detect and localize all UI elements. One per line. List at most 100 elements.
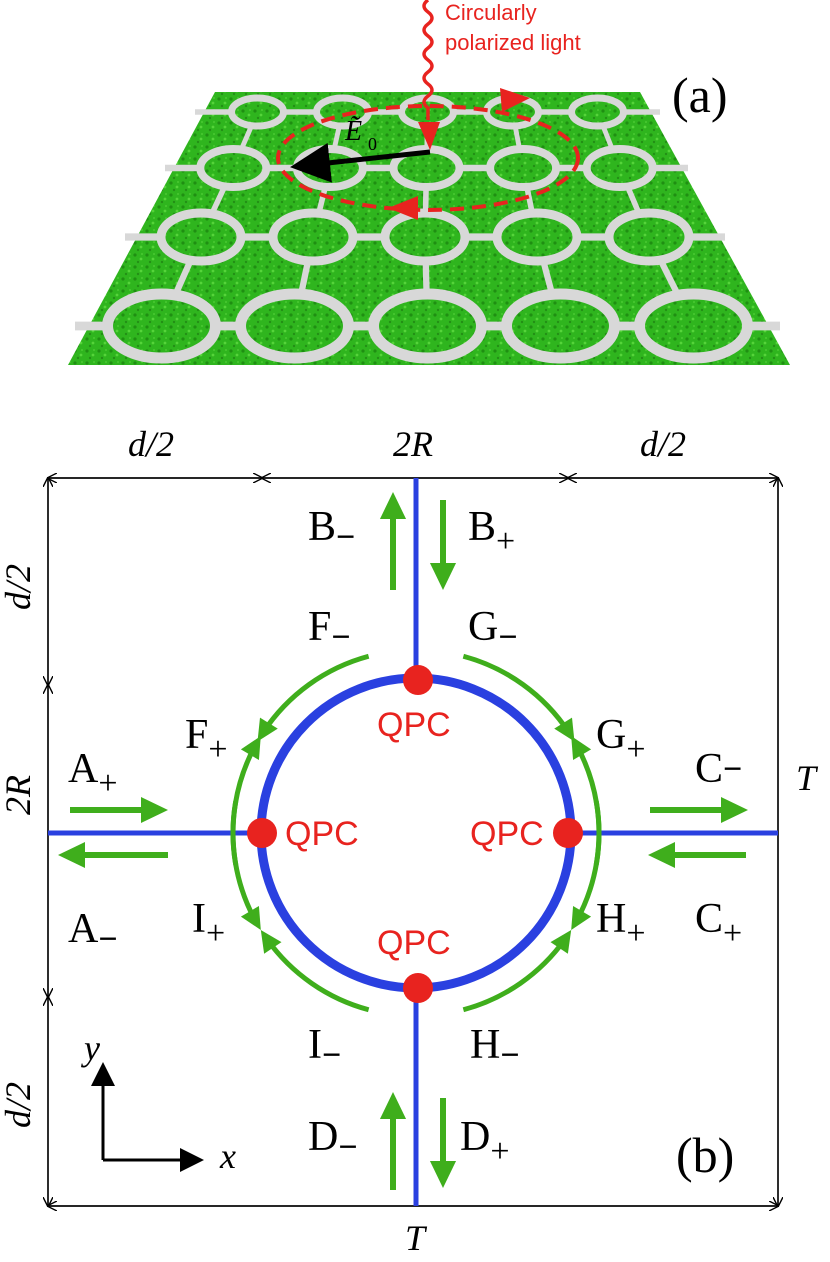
- lattice-ring: [568, 94, 627, 130]
- svg-text:C+: C+: [695, 896, 742, 952]
- qpc-dot-bottom: [403, 973, 433, 1003]
- arrow-A-plus-head: [140, 796, 168, 824]
- svg-text:F+: F+: [185, 712, 228, 768]
- svg-text:B+: B+: [468, 504, 515, 560]
- lattice-ring: [492, 208, 582, 266]
- ellipse-arrow-bottom: [388, 196, 418, 220]
- label-G-plus: G+: [596, 712, 646, 768]
- svg-text:D+: D+: [460, 1114, 510, 1170]
- label-H-plus: H+: [596, 896, 646, 952]
- svg-text:H−: H−: [470, 1022, 520, 1074]
- dim-label-top-middle: 2R: [393, 424, 433, 464]
- light-label-line2: polarized light: [445, 30, 581, 55]
- qpc-label-right: QPC: [470, 815, 544, 853]
- field-label: Ẽ: [344, 116, 362, 147]
- qpc-label-bottom: QPC: [377, 924, 451, 962]
- qpc-dot-right: [553, 818, 583, 848]
- panel-b: d/2 2R d/2 d/2 2R d/2 T T QPC QPC QPC QP…: [0, 424, 819, 1258]
- svg-text:D−: D−: [308, 1114, 358, 1166]
- arrow-B-minus-head: [379, 492, 407, 520]
- light-wave: [422, 0, 434, 120]
- dim-label-right: T: [796, 758, 819, 798]
- arrow-I-plus: [230, 800, 258, 922]
- light-label-line1: Circularly: [445, 0, 537, 25]
- label-I-minus: I−: [308, 1022, 341, 1074]
- label-F-minus: F−: [308, 604, 351, 656]
- arrow-I-minus: [264, 937, 370, 1013]
- qpc-label-left: QPC: [285, 815, 359, 853]
- arrow-F-plus-head: [240, 736, 261, 760]
- lattice-ring: [235, 288, 354, 364]
- lattice-ring: [228, 94, 287, 130]
- lattice-ring: [604, 208, 694, 266]
- svg-text:A−: A−: [68, 906, 118, 958]
- label-C-minus: C−: [695, 746, 742, 792]
- arrow-G-minus: [462, 653, 571, 734]
- label-I-plus: I+: [192, 896, 225, 952]
- y-axis-label: y: [81, 1028, 100, 1068]
- arrow-A-minus-head: [58, 841, 86, 869]
- arrow-H-minus: [462, 937, 568, 1013]
- arrow-H-minus-head: [550, 929, 572, 954]
- lattice-ring: [268, 208, 358, 266]
- lattice-ring: [634, 288, 753, 364]
- dim-label-bottom: T: [405, 1218, 428, 1258]
- qpc-dot-top: [403, 665, 433, 695]
- arrow-I-plus-head: [240, 906, 261, 930]
- arrow-I-minus-head: [260, 929, 282, 954]
- field-vector: [290, 142, 431, 183]
- lattice-ring: [582, 145, 657, 191]
- svg-text:G−: G−: [468, 604, 518, 656]
- x-axis-label: x: [219, 1136, 236, 1176]
- svg-text:I+: I+: [192, 896, 225, 952]
- arrow-H-plus: [574, 800, 602, 922]
- light-arrow-head: [418, 122, 440, 150]
- label-G-minus: G−: [468, 604, 518, 656]
- arrow-F-minus-head: [257, 717, 278, 742]
- label-B-minus: B−: [308, 504, 355, 556]
- arrow-D-minus-head: [379, 1092, 407, 1120]
- dim-label-top-right: d/2: [640, 424, 686, 464]
- arrow-D-plus-head: [429, 1160, 457, 1188]
- label-C-plus: C+: [695, 896, 742, 952]
- svg-text:C−: C−: [695, 746, 742, 792]
- dim-label-left-top: d/2: [0, 564, 38, 610]
- label-B-plus: B+: [468, 504, 515, 560]
- svg-text:F−: F−: [308, 604, 351, 656]
- transport-arrows: [58, 492, 748, 1190]
- arrow-G-plus-head: [571, 736, 592, 760]
- arrow-H-plus-head: [571, 906, 592, 930]
- label-A-minus: A−: [68, 906, 118, 958]
- lattice-ring: [292, 145, 367, 191]
- arrow-C-plus-head: [648, 841, 676, 869]
- arrow-G-minus-head: [554, 717, 575, 742]
- label-A-plus: A+: [68, 746, 118, 802]
- lattice-ring: [501, 288, 620, 364]
- arrow-F-minus: [261, 653, 370, 734]
- dim-label-left-middle: 2R: [0, 775, 38, 815]
- lattice-ring: [156, 208, 246, 266]
- label-F-plus: F+: [185, 712, 228, 768]
- svg-text:I−: I−: [308, 1022, 341, 1074]
- label-H-minus: H−: [470, 1022, 520, 1074]
- lattice-ring: [380, 208, 470, 266]
- arrow-B-plus-head: [429, 562, 457, 590]
- cell-boundary: [47, 477, 779, 1207]
- panel-b-tag: (b): [676, 1127, 734, 1183]
- qpc-label-top: QPC: [377, 706, 451, 744]
- svg-text:G+: G+: [596, 712, 646, 768]
- lattice-ring: [389, 145, 464, 191]
- lattice-ring: [102, 288, 221, 364]
- svg-text:A+: A+: [68, 746, 118, 802]
- label-D-plus: D+: [460, 1114, 510, 1170]
- arrow-C-minus-head: [720, 796, 748, 824]
- dim-label-left-bottom: d/2: [0, 1082, 38, 1128]
- svg-text:H+: H+: [596, 896, 646, 952]
- lattice-ring: [368, 288, 487, 364]
- lattice-ring: [486, 145, 561, 191]
- lattice-ring: [196, 145, 271, 191]
- panel-a-tag: (a): [672, 67, 728, 123]
- label-D-minus: D−: [308, 1114, 358, 1166]
- dim-label-top-left: d/2: [128, 424, 174, 464]
